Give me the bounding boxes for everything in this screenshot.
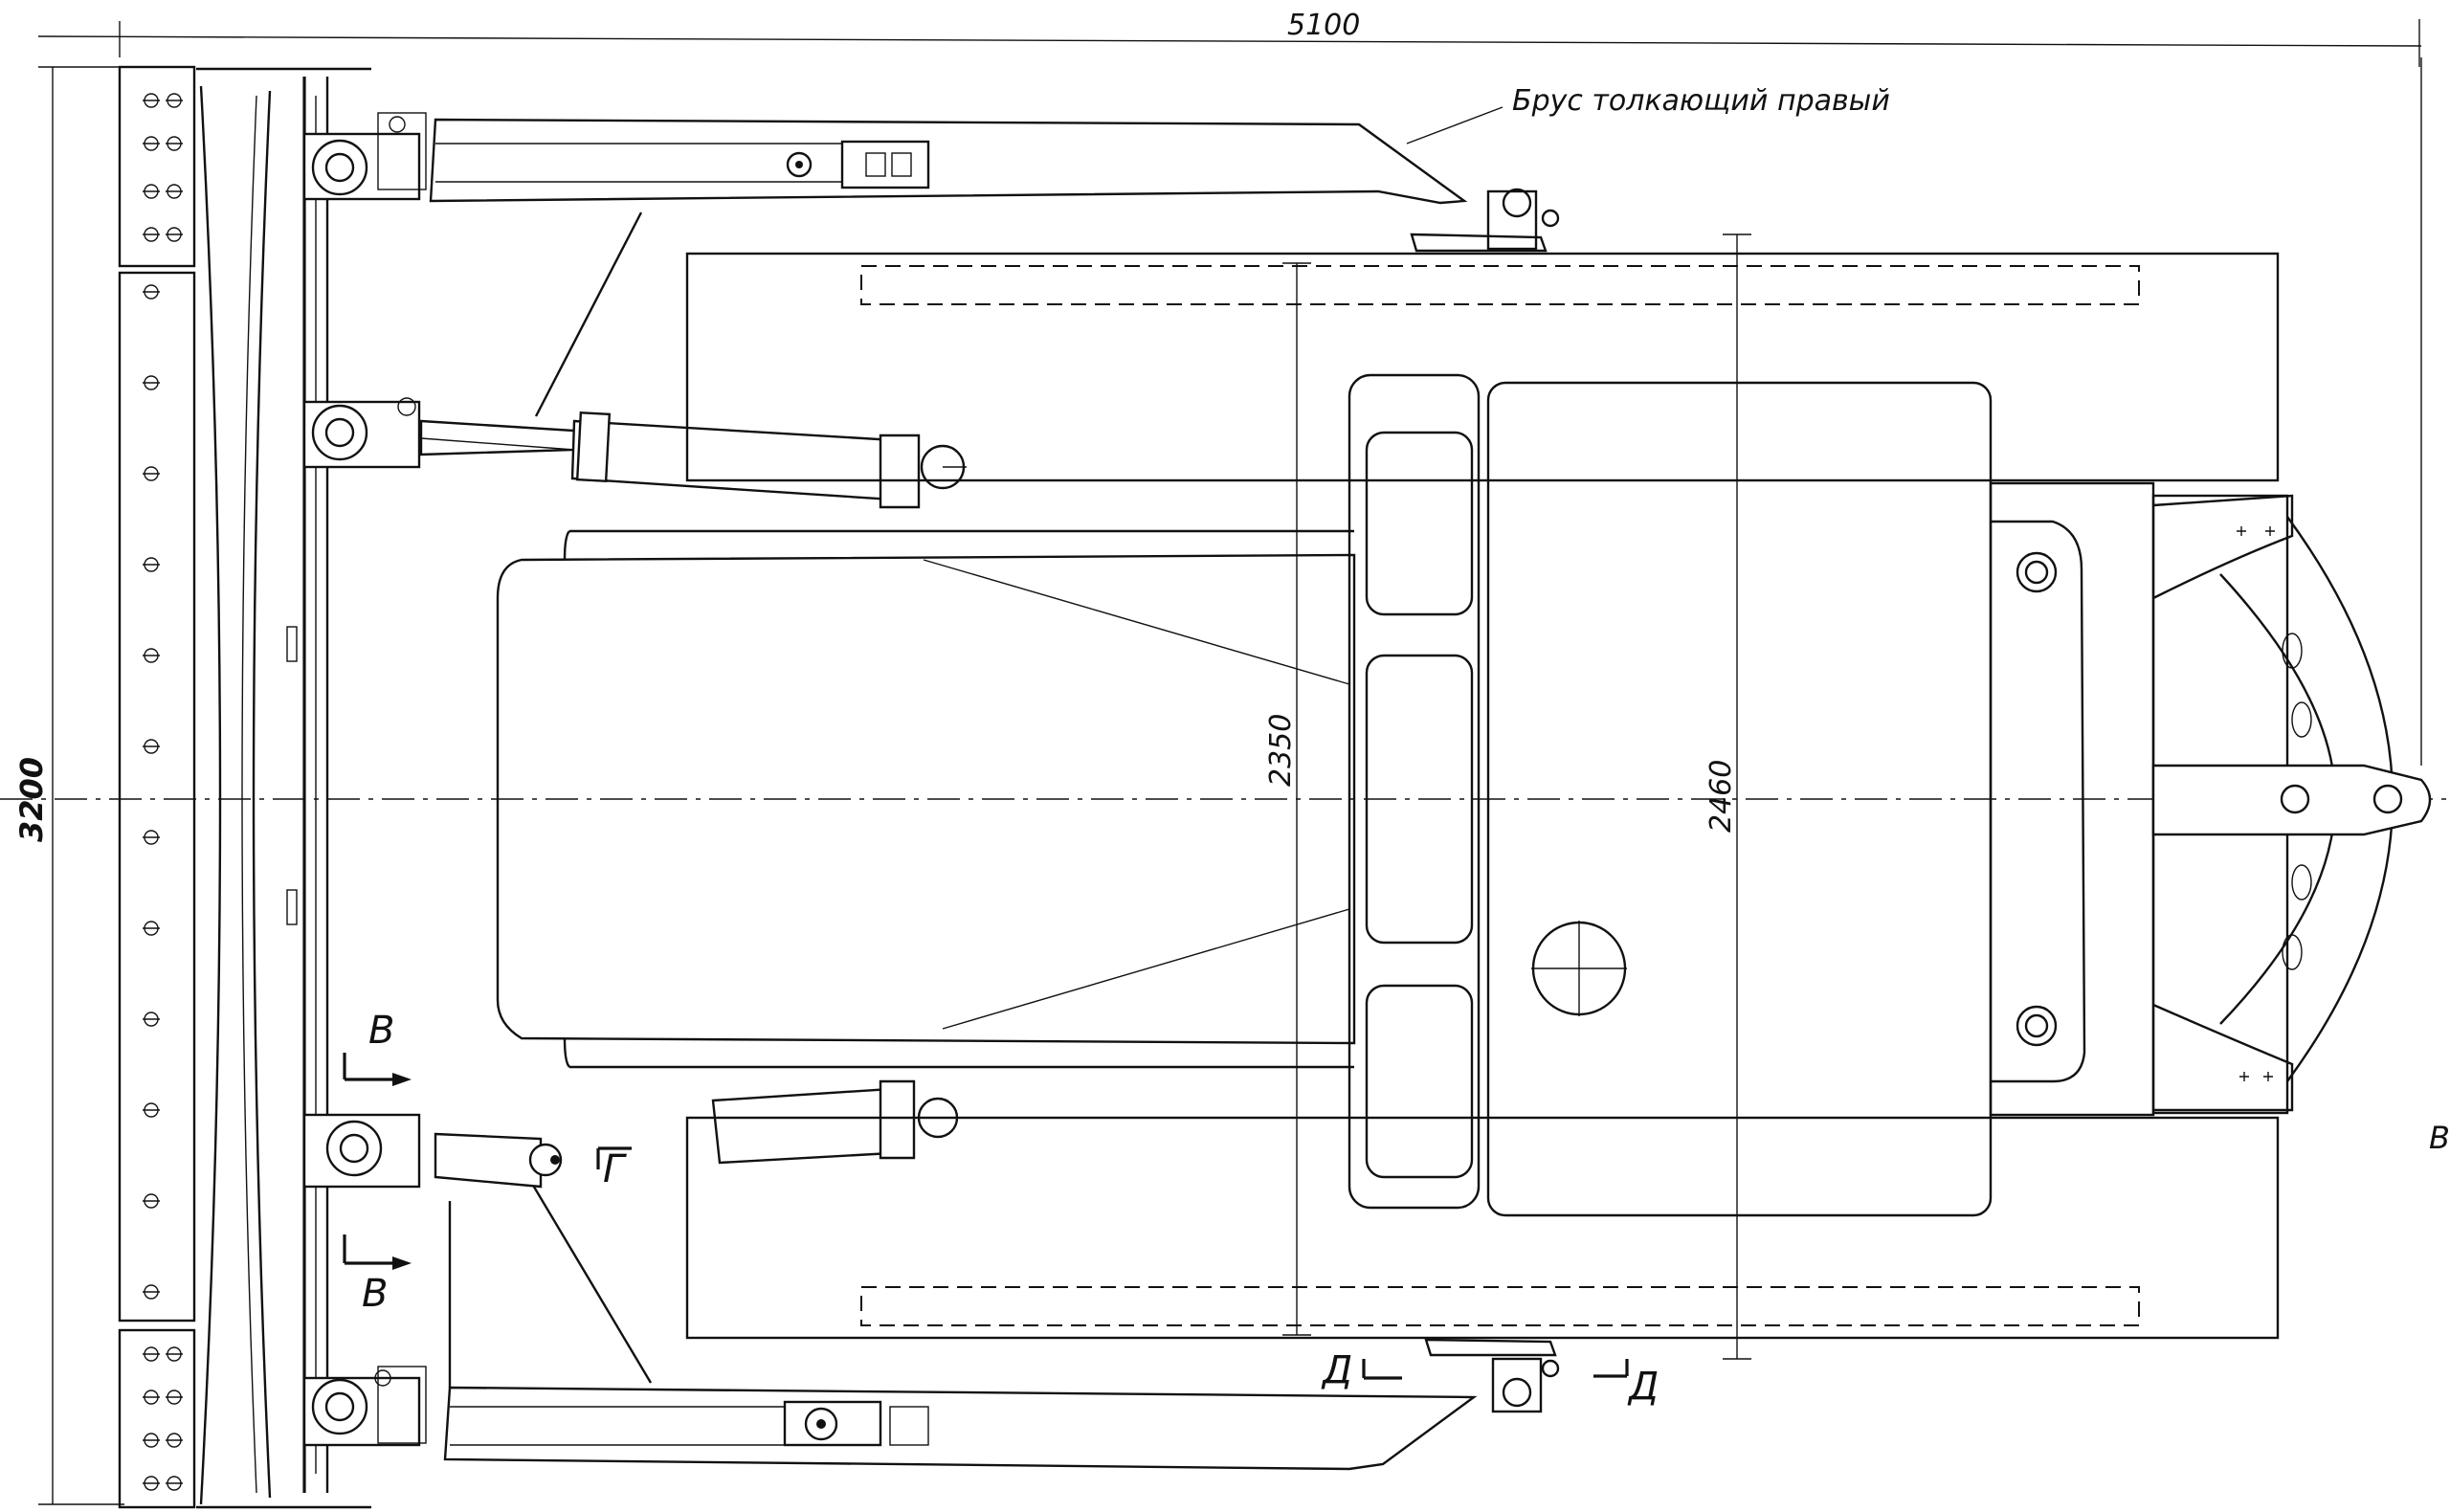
section-mark-v-bottom: В bbox=[362, 1272, 388, 1316]
section-mark-g: Г bbox=[603, 1147, 627, 1191]
hydraulic-cylinder-lower bbox=[302, 1079, 962, 1189]
section-mark-d-right: Д bbox=[1627, 1365, 1659, 1409]
section-mark-lines bbox=[343, 1053, 1629, 1380]
dimension-lines bbox=[37, 19, 2422, 1505]
tractor-body bbox=[496, 252, 2432, 1340]
outer-track-width-dimension: 2460 bbox=[1704, 760, 1738, 833]
section-mark-edge-right: В bbox=[2429, 1120, 2450, 1156]
overall-length-dimension: 5100 bbox=[1287, 9, 1360, 42]
section-mark-v-top: В bbox=[368, 1009, 394, 1053]
push-beam-callout: Брус толкающий правый bbox=[1512, 84, 1890, 118]
blade-bolts bbox=[143, 93, 183, 1491]
blade bbox=[118, 65, 371, 1509]
push-beam-right bbox=[302, 106, 1560, 417]
hydraulic-cylinder-upper bbox=[302, 397, 967, 509]
push-beam-left bbox=[302, 1157, 1560, 1471]
track-gauge-dimension: 2350 bbox=[1264, 714, 1298, 787]
section-mark-d-left: Д bbox=[1321, 1348, 1352, 1392]
